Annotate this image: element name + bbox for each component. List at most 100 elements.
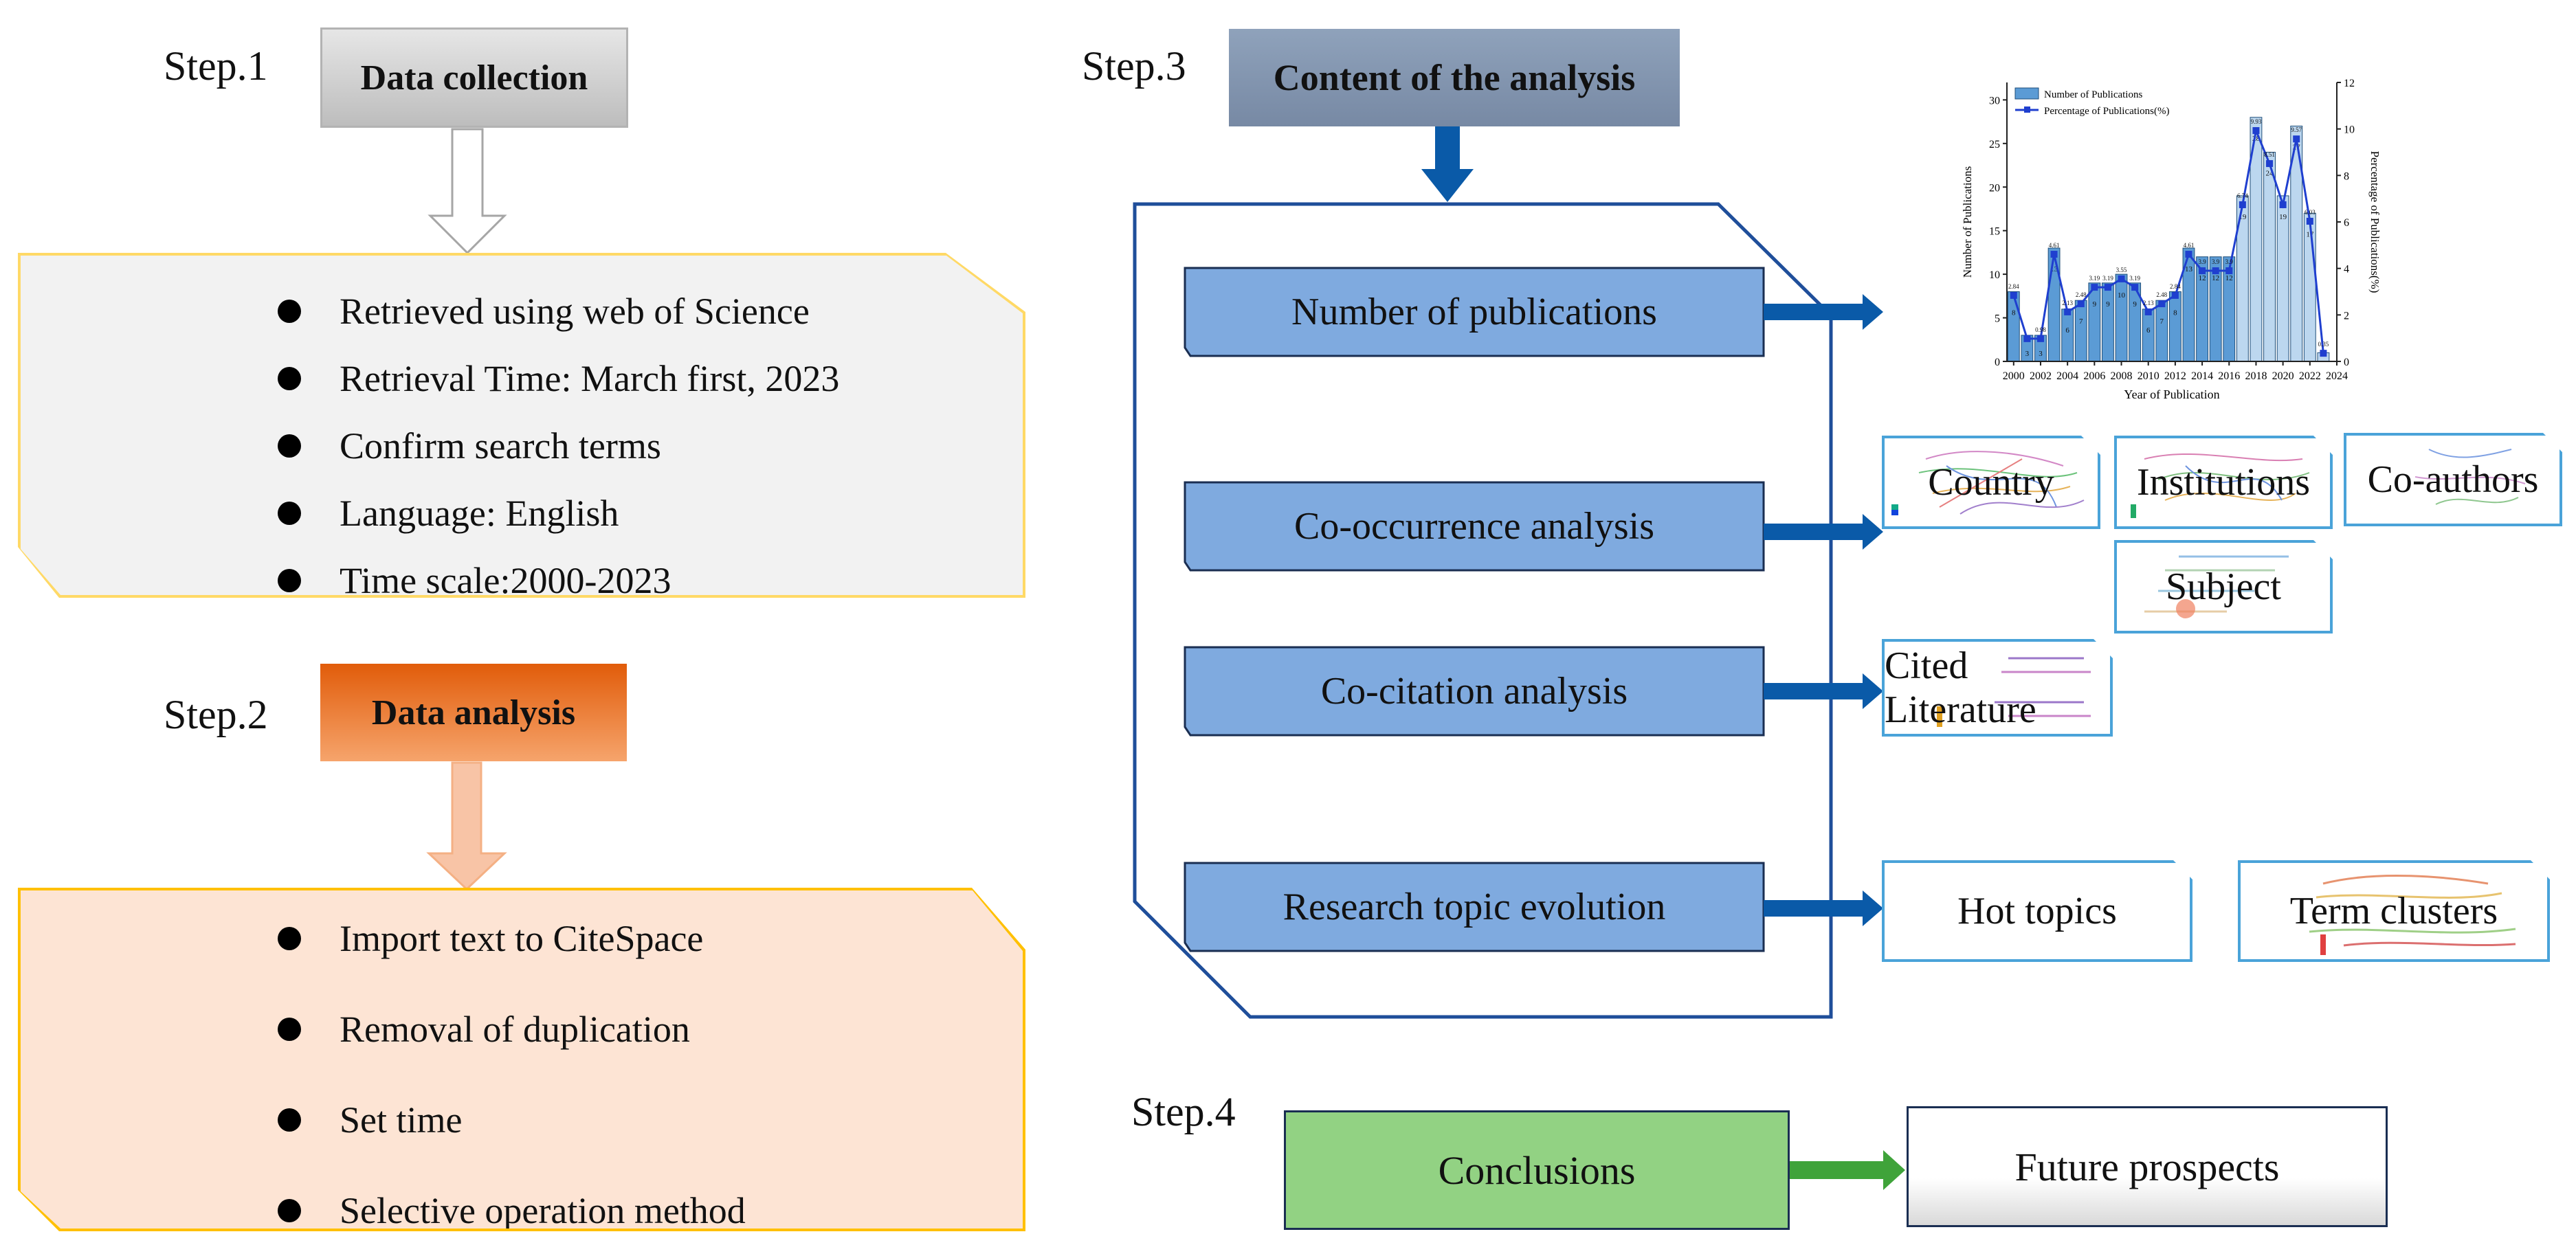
step3-frame	[1133, 202, 1833, 1019]
line-point	[2077, 300, 2085, 308]
point-label: 2.48	[2076, 291, 2087, 298]
bar-label: 28	[2252, 135, 2261, 143]
bar-label: 8	[2012, 309, 2016, 317]
step1-down-arrow	[428, 128, 507, 255]
line-point	[2118, 275, 2125, 282]
line-point	[2279, 201, 2287, 208]
point-label: 2.13	[2143, 300, 2154, 306]
step2-item: Import text to CiteSpace	[340, 918, 704, 959]
data-analysis-header: Data analysis	[320, 664, 627, 761]
step3-label: Step.3	[1082, 43, 1186, 89]
point-label: 6.74	[2237, 192, 2248, 199]
bar-label: 19	[2279, 213, 2287, 221]
thumb-label-coauthors: Co-authors	[2367, 458, 2539, 501]
bar-label: 6	[2146, 326, 2151, 335]
y2-tick-label: 4	[2344, 264, 2349, 276]
x-tick-label: 2006	[2083, 370, 2105, 382]
thumb-label-hot-topics: Hot topics	[1957, 890, 2117, 932]
step1-item: Retrieved using web of Science	[340, 291, 810, 332]
step2-label: Step.2	[164, 692, 268, 737]
point-label: 2.48	[2156, 291, 2167, 298]
thumb-coauthors: Co-authors	[2344, 433, 2562, 526]
point-label: 3.19	[2089, 275, 2100, 282]
thumb-label-term-clusters: Term clusters	[2289, 890, 2498, 932]
right-arrow-cooccurrence	[1764, 514, 1883, 550]
step1-item: Retrieval Time: March first, 2023	[340, 358, 840, 399]
point-label: 8.51	[2264, 151, 2275, 158]
x-tick-label: 2000	[2003, 370, 2025, 382]
right-arrow-cocitation	[1764, 673, 1883, 709]
conclusions-box: Conclusions	[1284, 1110, 1790, 1230]
bar-label: 7	[2079, 317, 2083, 326]
point-label: 3.55	[2116, 267, 2127, 273]
line-point	[2171, 291, 2179, 299]
bullet-icon	[278, 1108, 301, 1132]
bar-label: 24	[2266, 170, 2274, 178]
row-box-cooccurrence	[1184, 481, 1765, 572]
data-collection-header: Data collection	[320, 27, 628, 128]
bar-label: 8	[2173, 309, 2177, 317]
x-tick-label: 2010	[2138, 370, 2159, 382]
x-tick-label: 2016	[2218, 370, 2240, 382]
line-point	[2131, 284, 2139, 291]
y-tick-label: 20	[1989, 182, 2000, 194]
bar-label: 12	[2225, 274, 2233, 282]
x-tick-label: 2020	[2272, 370, 2294, 382]
bar-label: 7	[2160, 317, 2164, 326]
y-axis-title: Number of Publications	[1961, 166, 1974, 278]
point-label: 3.19	[2129, 275, 2140, 282]
percentage-line	[2012, 126, 2324, 354]
x-axis-title: Year of Publication	[2124, 388, 2219, 401]
bar	[2007, 291, 2020, 362]
line-point	[2091, 284, 2098, 291]
bar	[2142, 309, 2155, 362]
bar-label: 12	[2212, 274, 2219, 282]
x-tick-label: 2002	[2030, 370, 2052, 382]
thumb-hot-topics: Hot topics	[1882, 860, 2192, 962]
network-map-thumbnail	[2346, 436, 2565, 529]
row-box-publications	[1184, 267, 1765, 357]
y2-tick-label: 8	[2344, 170, 2349, 182]
x-tick-label: 2014	[2191, 370, 2213, 382]
step1-item: Time scale:2000-2023	[340, 560, 671, 601]
row-label-cooccurrence: Co-occurrence analysis	[1294, 505, 1654, 548]
x-tick-label: 2022	[2299, 370, 2321, 382]
thumb-label-country: Country	[1928, 461, 2054, 504]
bullet-icon	[278, 367, 301, 390]
step2-item: Removal of duplication	[340, 1009, 690, 1050]
bar-label: 3	[2039, 350, 2043, 358]
point-label: 2.84	[2170, 283, 2181, 290]
point-label: 2.13	[2062, 300, 2073, 306]
future-prospects-box: Future prospects	[1907, 1106, 2388, 1227]
line-point	[2320, 350, 2327, 357]
line-point	[2158, 300, 2166, 308]
publications-chart: 8331367991096781312121219282419271712.84…	[1961, 78, 2381, 401]
y-tick-label: 30	[1989, 95, 2000, 106]
line-point	[2104, 284, 2111, 291]
y-tick-label: 0	[1995, 357, 2000, 368]
bullet-icon	[278, 569, 301, 592]
network-map-thumbnail	[2117, 438, 2335, 532]
legend-line-label: Percentage of Publications(%)	[2044, 106, 2169, 117]
network-map-thumbnail	[1885, 438, 2103, 532]
y-tick-label: 15	[1989, 226, 2000, 238]
legend-line-marker	[2024, 106, 2030, 113]
bar-label: 9	[2133, 300, 2137, 309]
bar-label: 17	[2306, 230, 2314, 238]
line-point	[2212, 267, 2219, 275]
network-map-thumbnail	[2241, 863, 2553, 965]
line-point	[2185, 251, 2192, 258]
bar	[2074, 300, 2087, 362]
line-point	[2293, 135, 2300, 143]
line-point	[2252, 127, 2260, 135]
step2-box: Import text to CiteSpace Removal of dupl…	[21, 890, 1023, 1229]
right-arrow-topic-evolution	[1764, 890, 1883, 926]
bar	[2088, 282, 2101, 362]
step4-label: Step.4	[1131, 1089, 1236, 1134]
bar-label: 13	[2185, 265, 2193, 273]
x-tick-label: 2018	[2245, 370, 2267, 382]
step3-down-arrow	[1421, 126, 1474, 202]
line-point	[2225, 267, 2233, 275]
bar-label: 9	[2093, 300, 2097, 309]
point-label: 4.61	[2049, 242, 2060, 249]
